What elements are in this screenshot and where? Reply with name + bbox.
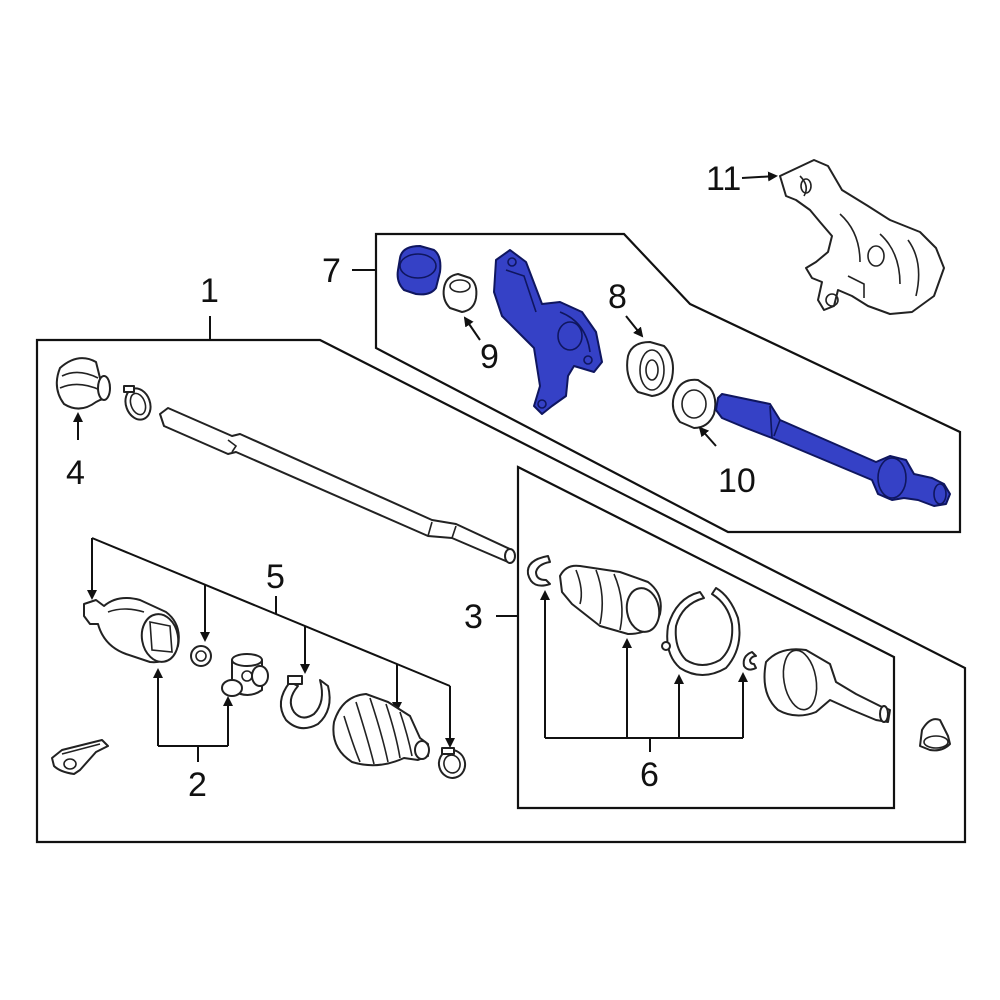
callout-5-bracket (91, 537, 451, 687)
callout-10: 10 (718, 462, 756, 500)
boot-band-clamp (279, 675, 331, 730)
outer-snap-ring (526, 555, 551, 587)
part-10-seal-plate (671, 378, 717, 429)
hub-cap (919, 718, 951, 752)
intermediate-shaft (715, 393, 951, 507)
intermediate-shaft-dust-seal (396, 245, 442, 296)
outer-cv-boot (559, 564, 662, 635)
callout-10-leader (698, 426, 717, 447)
callout-9: 9 (480, 338, 499, 376)
outer-joint-frame (516, 465, 896, 810)
axle-shaft (159, 407, 516, 564)
callout-4: 4 (66, 454, 85, 492)
outer-small-clip (742, 651, 757, 671)
callout-1: 1 (200, 272, 219, 310)
callout-7: 7 (322, 252, 341, 290)
inner-joint-housing (83, 597, 180, 664)
inner-cv-boot (332, 693, 430, 767)
tripod-joint (221, 653, 269, 697)
part-11-heat-shield (779, 159, 945, 315)
callout-9-leader (463, 316, 481, 341)
boot-clamp-small (123, 385, 152, 421)
axle-assembly-frame (35, 338, 967, 844)
callout-2: 2 (188, 766, 207, 804)
part-8-bearing (626, 341, 674, 397)
intermediate-shaft-frame (374, 232, 962, 534)
callout-8-leader (625, 315, 644, 338)
callout-5: 5 (266, 558, 285, 596)
outer-cv-joint (763, 648, 891, 723)
intermediate-shaft-bearing-bracket (493, 249, 603, 415)
callout-11-leader (741, 171, 778, 182)
retaining-clip (51, 739, 109, 775)
callout-8: 8 (608, 278, 627, 316)
callout-11: 11 (706, 160, 741, 198)
outer-band-clamp (661, 587, 741, 676)
inner-o-ring (190, 645, 212, 667)
inner-o-ring-hole (195, 650, 207, 662)
callout-6: 6 (640, 756, 659, 794)
part-9-retainer-ring (442, 273, 478, 313)
boot-clamp-inner-small (437, 747, 467, 779)
part-4-dust-seal (55, 357, 111, 410)
callout-3: 3 (464, 598, 483, 636)
